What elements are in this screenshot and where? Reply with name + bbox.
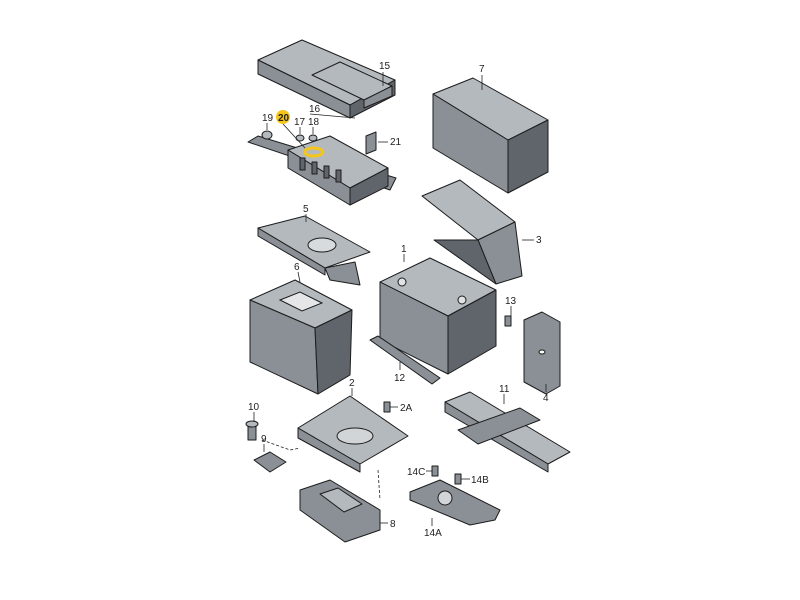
label-14a: 14A	[424, 528, 442, 539]
label-16: 16	[309, 104, 321, 115]
part-7-battery[interactable]	[432, 77, 549, 194]
label-4: 4	[543, 393, 549, 404]
label-1: 1	[401, 244, 407, 255]
label-12: 12	[394, 373, 406, 384]
part-5-plate[interactable]	[257, 215, 371, 286]
part-14b-bolt[interactable]	[454, 473, 462, 485]
part-11-plate[interactable]	[444, 391, 571, 473]
part-6-insulation[interactable]	[249, 279, 353, 395]
part-9-plate[interactable]	[253, 451, 287, 473]
label-10: 10	[248, 402, 260, 413]
label-19: 19	[262, 113, 274, 124]
label-7: 7	[479, 64, 485, 75]
part-19-nut[interactable]	[261, 130, 273, 140]
label-21: 21	[390, 137, 402, 148]
label-2: 2	[349, 378, 355, 389]
part-1-battery[interactable]	[379, 257, 497, 375]
part-3-shield[interactable]	[421, 179, 523, 285]
label-18: 18	[308, 117, 320, 128]
part-13-bolt[interactable]	[504, 315, 512, 327]
label-15: 15	[379, 61, 391, 72]
label-11: 11	[499, 384, 510, 395]
part-2a-bolt[interactable]	[383, 401, 391, 413]
label-14b: 14B	[471, 475, 489, 486]
label-17: 17	[294, 117, 306, 128]
part-20-highlight[interactable]	[303, 146, 325, 158]
part-21-fuse[interactable]	[365, 131, 377, 155]
label-5: 5	[303, 204, 309, 215]
label-13: 13	[505, 296, 517, 307]
part-14c-bolt[interactable]	[431, 465, 439, 477]
part-4-bracket[interactable]	[523, 311, 561, 395]
label-8: 8	[390, 519, 396, 530]
part-12-clamp[interactable]	[369, 335, 441, 385]
part-16-fuse-holder[interactable]	[247, 135, 397, 206]
part-17-nut[interactable]	[295, 134, 305, 142]
label-3: 3	[536, 235, 542, 246]
label-14c: 14C	[407, 467, 425, 478]
part-18-nut[interactable]	[308, 134, 318, 142]
part-2-tray[interactable]	[297, 395, 409, 473]
part-8-bracket[interactable]	[299, 479, 381, 543]
part-14a-bracket[interactable]	[409, 479, 501, 526]
label-6: 6	[294, 262, 300, 273]
leader-lines	[253, 72, 547, 526]
label-20: 20	[278, 113, 290, 124]
part-15-cover[interactable]	[257, 39, 396, 119]
label-2a: 2A	[400, 403, 413, 414]
highlight-badge	[276, 110, 290, 124]
label-9: 9	[261, 434, 267, 445]
part-10-bolt[interactable]	[245, 420, 259, 441]
